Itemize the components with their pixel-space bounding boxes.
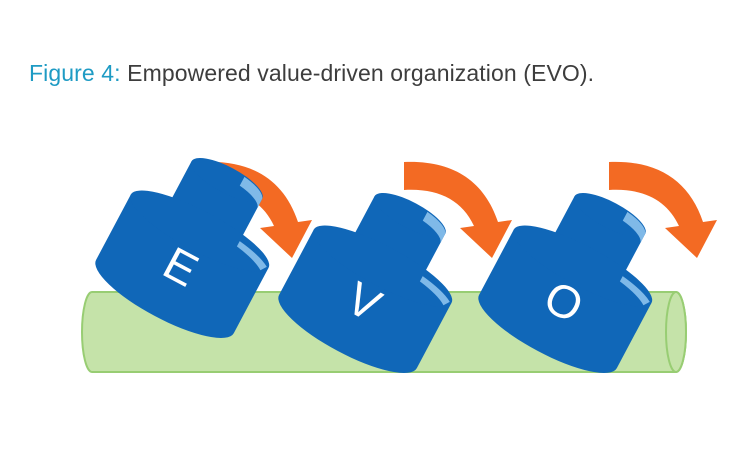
bucket-cylinder-icon bbox=[278, 192, 453, 373]
cylinder-e: E bbox=[95, 157, 270, 338]
bucket-cylinder-icon bbox=[95, 157, 270, 338]
cylinder-o: O bbox=[478, 192, 653, 373]
curved-arrow-icon bbox=[609, 161, 717, 258]
figure-caption: Figure 4: Empowered value-driven organiz… bbox=[29, 58, 594, 88]
curved-arrow-icon bbox=[404, 161, 512, 258]
bucket-cylinder-icon bbox=[478, 192, 653, 373]
cylinder-v: V bbox=[278, 192, 453, 373]
figure-label: Figure 4: bbox=[29, 60, 121, 86]
figure-caption-text: Empowered value-driven organization (EVO… bbox=[127, 60, 595, 86]
